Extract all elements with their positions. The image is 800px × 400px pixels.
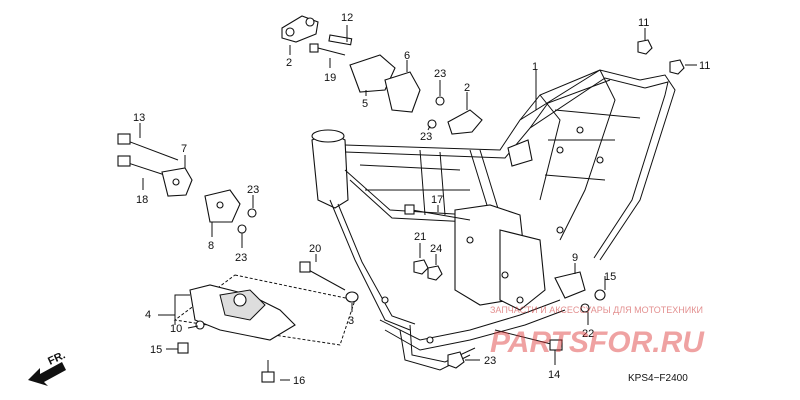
- main-frame: [311, 69, 676, 371]
- callout-3: 3: [348, 315, 354, 327]
- callout-22: 22: [582, 328, 594, 340]
- watermark-line1: ЗАПЧАСТИ И АКСЕССУАРЫ ДЛЯ МОТОТЕХНИКИ: [490, 305, 703, 315]
- upper-brackets: [281, 15, 483, 135]
- callout-7: 7: [181, 143, 187, 155]
- callout-14: 14: [548, 369, 560, 381]
- callout-12: 12: [341, 12, 353, 24]
- fasteners: [299, 204, 606, 369]
- callout-1: 1: [532, 61, 538, 73]
- callout-23: 23: [434, 68, 446, 80]
- callout-13: 13: [133, 112, 145, 124]
- callout-11: 11: [638, 17, 649, 29]
- front-direction-arrow: FR.: [28, 349, 67, 386]
- callout-24: 24: [430, 243, 442, 255]
- callout-2: 2: [464, 82, 470, 94]
- callout-4: 4: [145, 309, 151, 321]
- watermark: ЗАПЧАСТИ И АКСЕССУАРЫ ДЛЯ МОТОТЕХНИКИ PA…: [490, 305, 705, 359]
- callout-9: 9: [572, 252, 578, 264]
- callout-11: 11: [699, 60, 710, 72]
- watermark-line2: PARTSFOR.RU: [490, 326, 705, 359]
- engine-hangers: [117, 133, 257, 234]
- callout-20: 20: [309, 243, 321, 255]
- callout-2: 2: [286, 57, 292, 69]
- diagram-code: KPS4−F2400: [628, 373, 688, 384]
- callout-23: 23: [247, 184, 259, 196]
- callout-23: 23: [484, 355, 496, 367]
- callout-16: 16: [293, 375, 305, 387]
- callout-19: 19: [324, 72, 336, 84]
- skid-plate: [173, 274, 356, 383]
- callout-15: 15: [604, 271, 616, 283]
- callout-5: 5: [362, 98, 368, 110]
- leader-lines: [139, 25, 697, 381]
- callout-21: 21: [414, 231, 426, 243]
- direction-label: FR.: [46, 349, 67, 367]
- callout-18: 18: [136, 194, 148, 206]
- callout-10: 10: [170, 323, 182, 335]
- callout-15: 15: [150, 344, 162, 356]
- callout-labels: 12 2 19 6 5 23 2 23 1 11 11 13 7 18 23 8…: [133, 12, 710, 387]
- nuts-11: [637, 39, 685, 75]
- callout-8: 8: [208, 240, 214, 252]
- callout-17: 17: [431, 194, 443, 206]
- callout-6: 6: [404, 50, 410, 62]
- callout-23: 23: [420, 131, 432, 143]
- callout-23: 23: [235, 252, 247, 264]
